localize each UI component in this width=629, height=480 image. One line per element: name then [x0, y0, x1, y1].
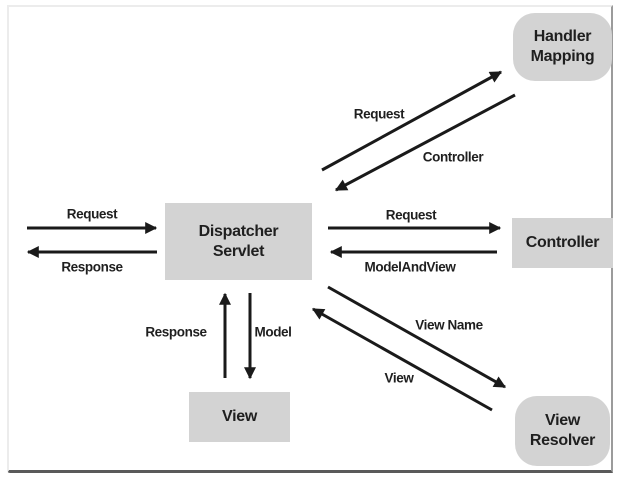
modelandview-label: ModelAndView: [364, 259, 456, 275]
view-box: View: [189, 392, 290, 442]
handler-mapping-box: Handler Mapping: [513, 13, 612, 81]
arrow-request-to-handler-mapping: [321, 70, 503, 172]
arrow-view-from-view-resolver: [311, 307, 493, 412]
left-response-label: Response: [61, 259, 123, 275]
handler-mapping-request-label: Request: [353, 106, 405, 122]
arrow-controller-from-handler-mapping: [334, 93, 516, 192]
controller-request-label: Request: [385, 207, 437, 223]
controller-label: Controller: [525, 234, 600, 252]
view-resolver-label: View Resolver: [529, 412, 596, 449]
view-resolver-box: View Resolver: [515, 396, 610, 466]
handler-mapping-label: Handler Mapping: [530, 28, 595, 65]
view-label: View: [222, 408, 257, 426]
dispatcher-servlet-label: Dispatcher Servlet: [198, 222, 279, 260]
view-name-label: View Name: [415, 317, 483, 333]
left-request-label: Request: [66, 206, 118, 222]
dispatcher-servlet-box: Dispatcher Servlet: [165, 203, 312, 280]
handler-mapping-controller-label: Controller: [422, 149, 484, 165]
arrow-viewname-to-view-resolver: [327, 285, 507, 389]
controller-box: Controller: [512, 218, 613, 268]
view-resolver-view-label: View: [384, 370, 414, 386]
view-model-label: Model: [254, 324, 292, 340]
view-response-label: Response: [145, 324, 207, 340]
